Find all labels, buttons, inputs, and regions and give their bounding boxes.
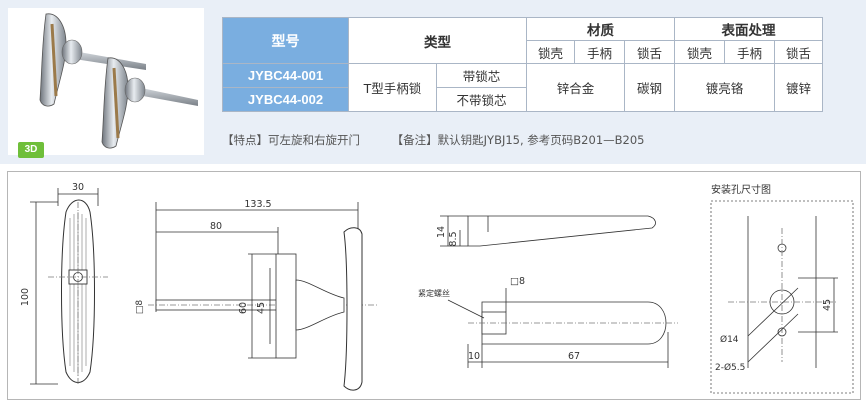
tongue-bottom-view: □8 紧定螺丝 10 67 [418, 276, 678, 368]
notes-line: 【特点】可左旋和右旋开门 【备注】默认钥匙JYBJ15, 参考页码B201—B2… [222, 132, 672, 148]
spec-table: 型号 类型 材质 表面处理 锁壳 手柄 锁舌 锁壳 手柄 锁舌 JYBC44-0… [222, 17, 823, 112]
dim-bottom-10: 10 [468, 351, 480, 362]
feature-note: 【特点】可左旋和右旋开门 [222, 133, 360, 147]
dim-total-length: 133.5 [244, 199, 271, 210]
header-type: 类型 [348, 17, 527, 64]
technical-drawing-panel: 30 100 133.5 80 □8 [7, 171, 861, 400]
product-photo: 3D [8, 8, 204, 158]
model-001: JYBC44-001 [222, 63, 349, 88]
remark-note: 【备注】默认钥匙JYBJ15, 参考页码B201—B205 [391, 133, 645, 147]
type-without-cylinder: 不带锁芯 [436, 87, 527, 112]
dim-tongue-14: 14 [436, 226, 447, 238]
sub-tongue-surface: 锁舌 [774, 40, 823, 64]
front-view: 30 100 [20, 182, 108, 386]
3d-badge[interactable]: 3D [18, 142, 44, 158]
tongue-view: 14 8.5 [436, 215, 656, 247]
dim-height-60: 60 [238, 302, 249, 314]
dim-shaft-length: 80 [210, 221, 222, 232]
side-view: 133.5 80 □8 60 45 [135, 199, 378, 391]
material-zinc: 锌合金 [526, 63, 625, 112]
t-handle-lock-illustration [39, 13, 198, 149]
dim-tongue-8-5: 8.5 [448, 231, 459, 246]
model-002: JYBC44-002 [222, 87, 349, 112]
sub-tongue: 锁舌 [624, 40, 675, 64]
hole-title: 安装孔尺寸图 [711, 183, 771, 196]
material-carbon: 碳钢 [624, 63, 675, 112]
surface-zinc: 镀锌 [774, 63, 823, 112]
header-material: 材质 [526, 17, 675, 41]
dim-bottom-67: 67 [568, 351, 580, 362]
dim-front-width: 30 [72, 182, 84, 193]
sub-handle-surface: 手柄 [724, 40, 775, 64]
dim-hole-diameter-14: Ø14 [720, 334, 739, 345]
dim-hole-45: 45 [822, 299, 833, 311]
sub-shell: 锁壳 [526, 40, 575, 64]
dim-bottom-square-8: □8 [510, 276, 525, 287]
header-model: 型号 [222, 17, 349, 64]
set-screw-label: 紧定螺丝 [418, 288, 450, 298]
type-main: T型手柄锁 [348, 63, 437, 112]
product-header-panel: 3D 型号 类型 材质 表面处理 锁壳 手柄 锁舌 锁壳 手柄 锁舌 JYBC4… [0, 0, 866, 164]
surface-chrome: 镀亮铬 [674, 63, 775, 112]
dim-square-8: □8 [135, 300, 145, 315]
dim-height-45: 45 [256, 302, 267, 314]
dim-hole-diameter-5-5: 2-Ø5.5 [715, 362, 745, 373]
sub-shell-surface: 锁壳 [674, 40, 725, 64]
technical-drawing: 30 100 133.5 80 □8 [20, 182, 854, 394]
dim-front-height: 100 [20, 288, 31, 306]
type-with-cylinder: 带锁芯 [436, 63, 527, 88]
header-surface: 表面处理 [674, 17, 823, 41]
mounting-hole-view: 安装孔尺寸图 45 Ø14 2-Ø5.5 [710, 183, 854, 394]
sub-handle: 手柄 [574, 40, 625, 64]
